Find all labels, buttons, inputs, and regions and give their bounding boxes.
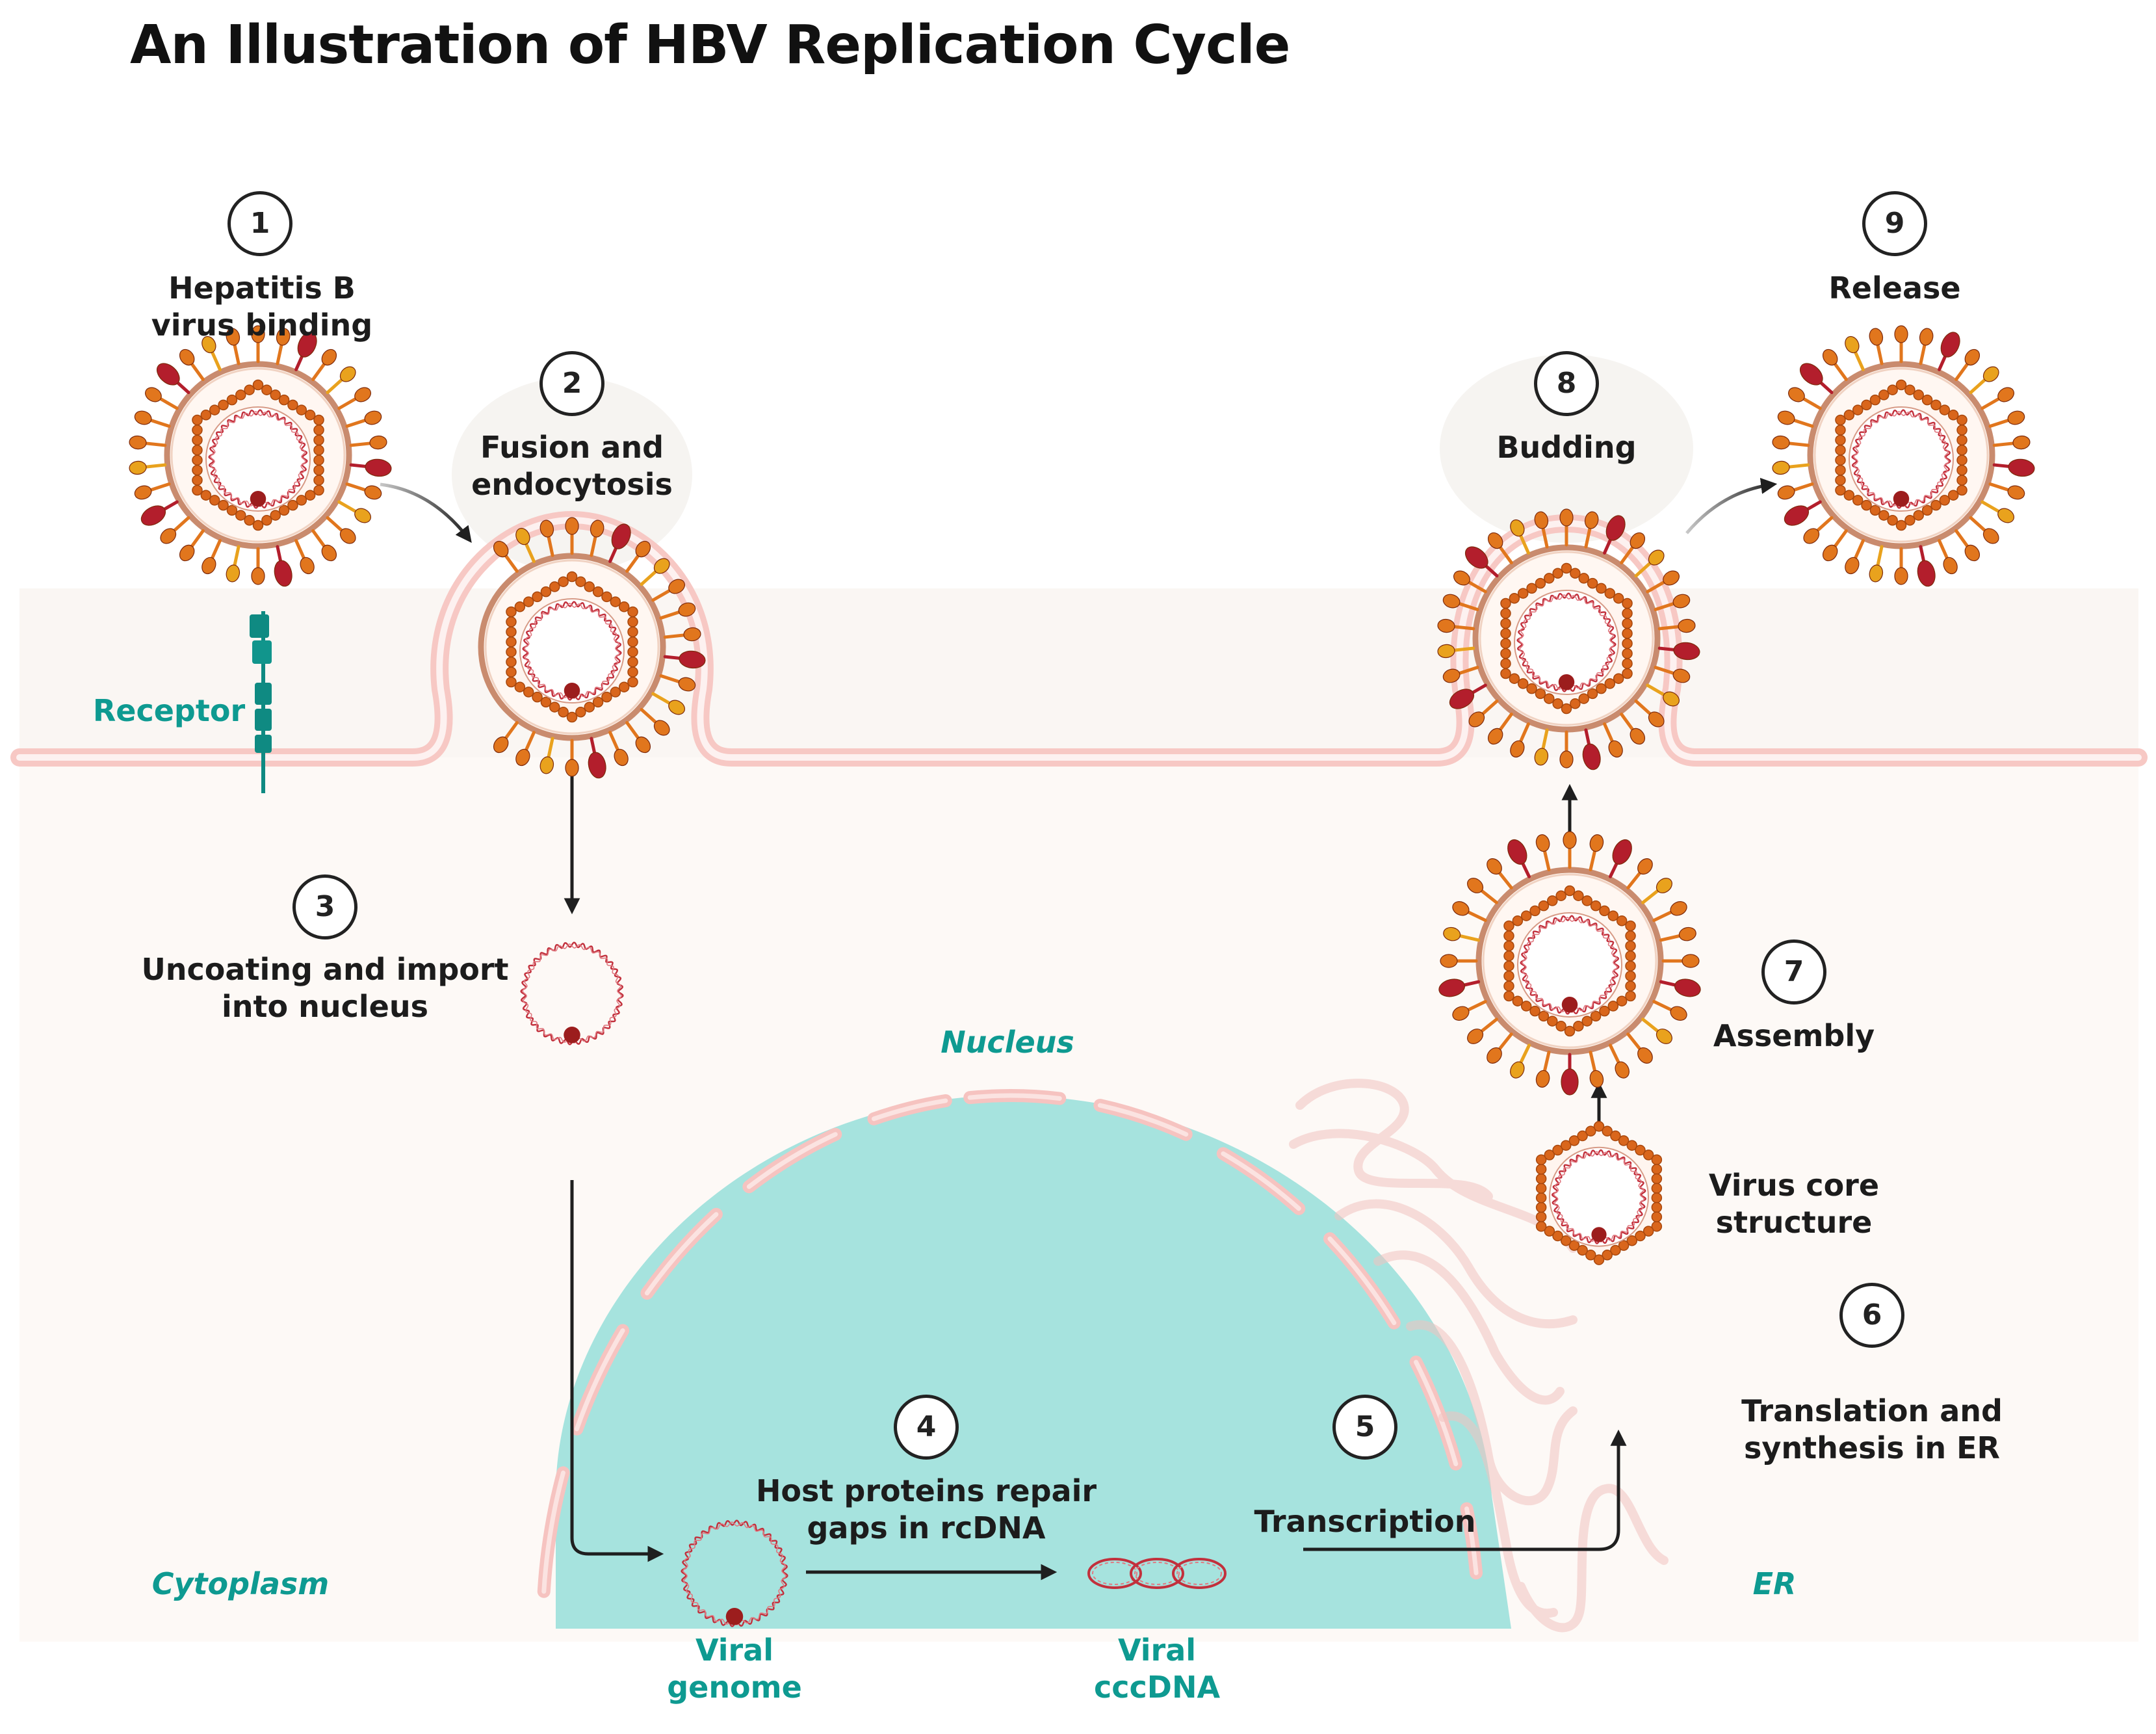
nucleus xyxy=(556,1096,1511,1629)
nucleus-label: Nucleus xyxy=(941,1025,1074,1060)
virus-core xyxy=(1535,1121,1663,1265)
arrow-step1-to-2 xyxy=(380,482,472,543)
arrow-step3-to-4 xyxy=(570,1180,664,1562)
page-title: An Illustration of HBV Replication Cycle xyxy=(130,14,1290,76)
step-6-marker: 6 xyxy=(1839,1283,1904,1348)
step-3-marker: 3 xyxy=(292,874,357,939)
hbv-virion-budding xyxy=(1437,508,1700,770)
step-5-marker: 5 xyxy=(1332,1395,1397,1460)
hbv-virion-binding xyxy=(129,325,392,587)
viral-cccdna xyxy=(1087,1558,1227,1589)
hbv-virion-release xyxy=(1772,325,2035,587)
hbv-virion-assembly xyxy=(1438,831,1701,1096)
hbv-virion-endocytosis xyxy=(478,517,706,779)
step-7-marker: 7 xyxy=(1761,939,1826,1005)
er-label: ER xyxy=(1752,1566,1797,1601)
budding-glow xyxy=(1440,354,1693,543)
receptor-label: Receptor xyxy=(92,693,246,728)
arrow-budding-to-release xyxy=(1685,477,1778,534)
extracellular-fade xyxy=(19,588,2138,757)
step-5-label: Transcription xyxy=(1254,1504,1476,1539)
nuclear-envelope xyxy=(537,1089,1483,1598)
arrow-step5-to-6 xyxy=(1303,1429,1627,1551)
uncoated-genome xyxy=(520,941,624,1045)
plasma-membrane-core xyxy=(16,516,2142,761)
step-7-label: Assembly xyxy=(1713,1018,1875,1053)
step-9-label: Release xyxy=(1828,270,1961,306)
step-9-marker: 9 xyxy=(1862,191,1927,256)
step-8-marker: 8 xyxy=(1534,351,1599,416)
step-1-marker: 1 xyxy=(227,191,292,256)
endoplasmic-reticulum xyxy=(1289,1079,1669,1633)
cytoplasm-label: Cytoplasm xyxy=(151,1566,330,1601)
fusion-glow xyxy=(452,377,692,572)
step-4-marker: 4 xyxy=(894,1395,959,1460)
step-2-marker: 2 xyxy=(539,351,604,416)
receptor xyxy=(250,611,272,793)
step-8-label: Budding xyxy=(1496,430,1637,465)
viral-genome xyxy=(681,1519,788,1627)
